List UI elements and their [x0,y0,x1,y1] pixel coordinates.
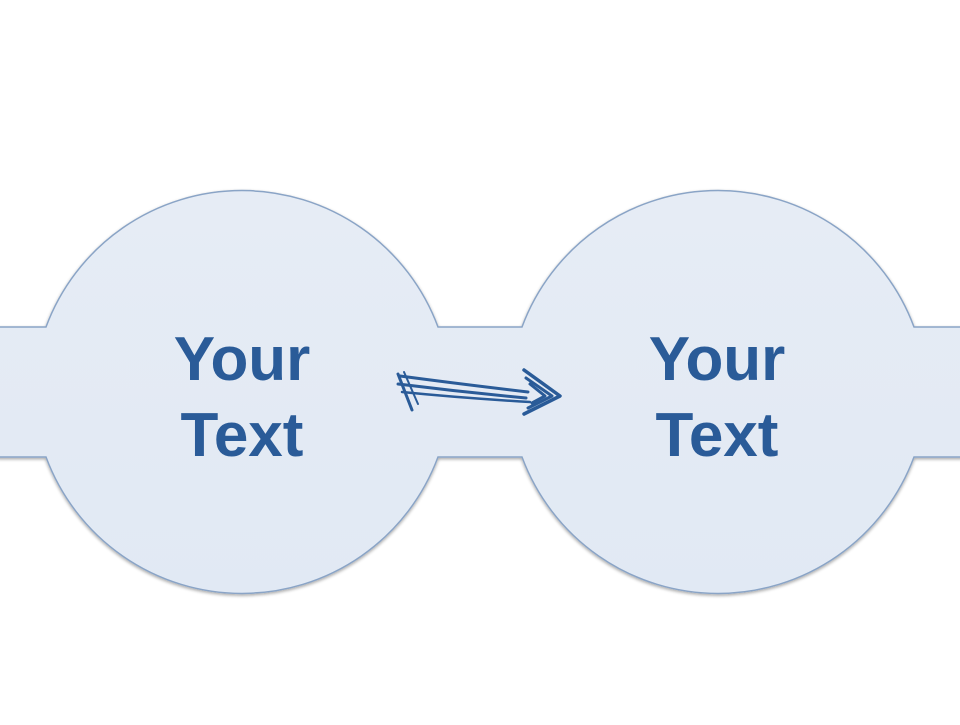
node-2-line-1: Your [648,325,786,394]
node-1-line-1: Your [173,325,311,394]
node-2-line-2: Text [655,401,779,470]
node-1-label: Your Text [122,322,362,474]
node-1-line-2: Text [180,401,304,470]
node-2-label: Your Text [597,322,837,474]
hand-drawn-right-arrow-icon [396,368,562,416]
